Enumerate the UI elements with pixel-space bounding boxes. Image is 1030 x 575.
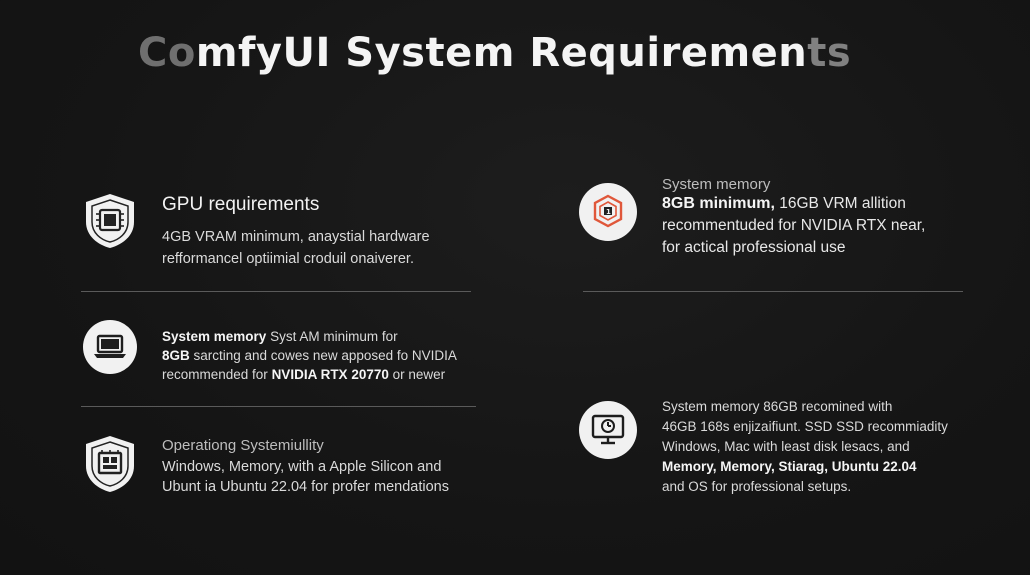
svg-text:1: 1 (606, 208, 611, 216)
system-memory-right-heading: System memory (662, 176, 771, 193)
os-line-1: Windows, Memory, with a Apple Silicon an… (162, 459, 442, 475)
system-memory-left: System memory Syst AM minimum for 8GB sa… (162, 329, 457, 382)
divider-left-2 (81, 406, 476, 407)
cpu-shield-icon (82, 192, 138, 250)
system-memory-right: System memory 8GB minimum, 16GB VRM alli… (662, 176, 926, 256)
hexagon-memory-icon: 1 (579, 183, 637, 241)
operating-system: Operationg Systemiullity Windows, Memory… (162, 437, 449, 497)
gpu-requirements: GPU requirements 4GB VRAM minimum, anays… (162, 194, 430, 270)
laptop-icon (83, 320, 137, 374)
divider-left-1 (81, 291, 471, 292)
chip-shield-icon (82, 434, 138, 494)
system-memory-heading: System memory (162, 329, 267, 344)
gpu-line-2: refformancel optiimial croduil onaiverer… (162, 251, 414, 267)
monitor-timer-icon (579, 401, 637, 459)
storage-requirements: System memory 86GB recomined with 46GB 1… (662, 399, 948, 494)
os-heading: Operationg Systemiullity (162, 437, 324, 454)
os-line-2: Ubunt ia Ubuntu 22.04 for profer mendati… (162, 479, 449, 495)
gpu-line-1: 4GB VRAM minimum, anaystial hardware (162, 229, 430, 245)
page-title: ComfyUI System Requirements (138, 30, 852, 76)
gpu-heading: GPU requirements (162, 194, 320, 215)
divider-right-1 (583, 291, 963, 292)
